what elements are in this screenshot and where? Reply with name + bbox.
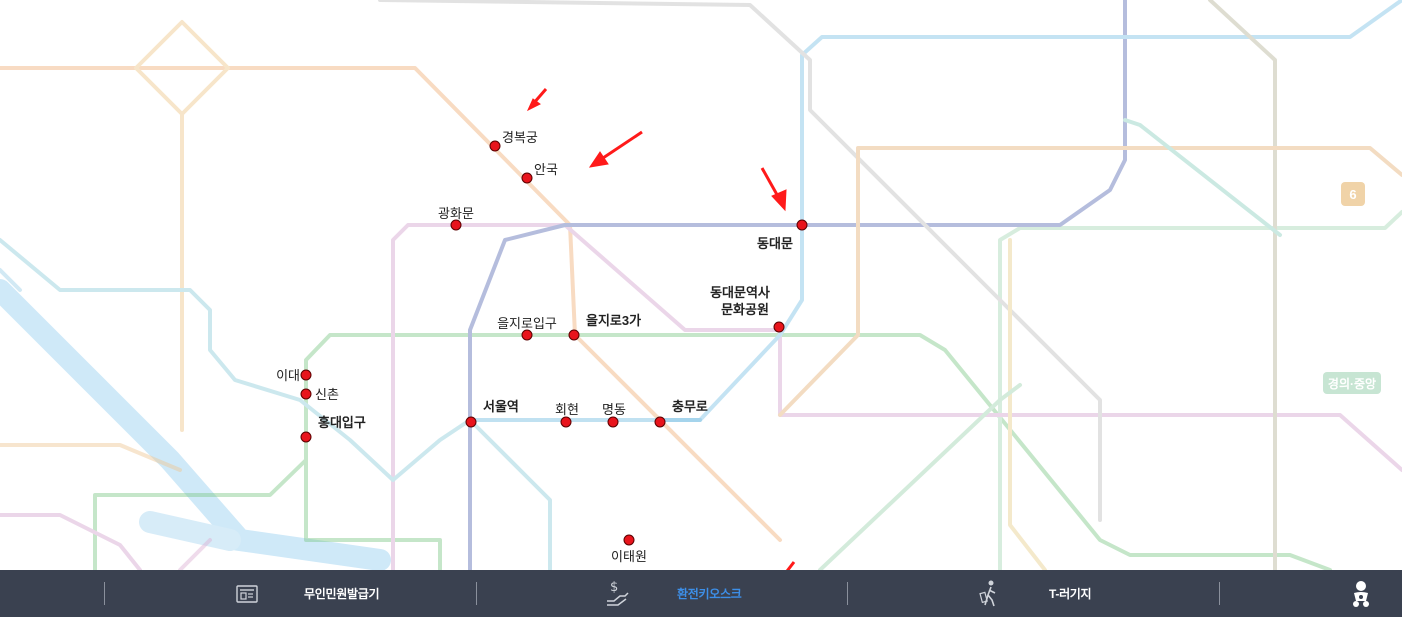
line-gyeongui-green	[998, 210, 1402, 570]
menu-civil-kiosk[interactable]: 무인민원발급기	[232, 570, 379, 617]
menu-exchange-kiosk-label: 환전키오스크	[677, 587, 742, 601]
document-kiosk-icon	[232, 579, 262, 609]
red-arrow-icon	[785, 561, 796, 570]
station-marker[interactable]	[300, 369, 312, 381]
menu-t-luggage[interactable]: T-러기지	[975, 570, 1092, 617]
station-label[interactable]: 충무로	[672, 399, 708, 414]
menu-baby-care[interactable]	[1346, 570, 1376, 617]
station-marker[interactable]	[300, 388, 312, 400]
station-label[interactable]: 이태원	[611, 549, 647, 564]
svg-text:6: 6	[1349, 187, 1356, 202]
baby-care-icon	[1346, 579, 1376, 609]
station-label[interactable]: 동대문역사	[710, 285, 770, 300]
station-marker[interactable]	[607, 416, 619, 428]
line-gray	[378, 0, 1102, 522]
svg-text:경의·중앙: 경의·중앙	[1328, 376, 1376, 391]
station-label[interactable]: 안국	[534, 162, 558, 177]
line-6-badge: 6	[1341, 182, 1365, 206]
red-arrow-icon	[588, 130, 643, 168]
station-marker[interactable]	[654, 416, 666, 428]
line-1-navy	[468, 0, 1127, 570]
station-label[interactable]: 명동	[602, 402, 626, 417]
station-label[interactable]: 문화공원	[721, 302, 769, 317]
station-label[interactable]: 광화문	[438, 206, 474, 221]
menu-exchange-kiosk[interactable]: $ 환전키오스크	[603, 570, 742, 617]
red-arrow-icon	[526, 88, 548, 112]
station-label[interactable]: 회현	[555, 402, 579, 417]
station-marker[interactable]	[300, 431, 312, 443]
station-marker[interactable]	[489, 140, 501, 152]
station-label[interactable]: 홍대입구	[318, 415, 366, 430]
menu-separator	[1219, 582, 1220, 605]
currency-exchange-icon: $	[603, 579, 633, 609]
station-label[interactable]: 이대	[276, 368, 300, 383]
menu-t-luggage-label: T-러기지	[1049, 587, 1092, 601]
line-orange-diamond	[134, 20, 230, 432]
menu-civil-kiosk-label: 무인민원발급기	[304, 587, 380, 601]
station-label[interactable]: 을지로3가	[586, 313, 641, 328]
menu-separator	[104, 582, 105, 605]
red-arrow-icon	[760, 167, 787, 212]
station-marker[interactable]	[623, 534, 635, 546]
line-4-lightblue	[658, 0, 1402, 422]
station-label[interactable]: 을지로입구	[497, 316, 557, 331]
station-marker[interactable]	[521, 329, 533, 341]
station-label[interactable]: 신촌	[315, 387, 339, 402]
luggage-traveler-icon	[975, 579, 1005, 609]
station-label[interactable]: 서울역	[483, 399, 519, 414]
station-label[interactable]: 경복궁	[502, 130, 538, 145]
station-marker[interactable]	[560, 416, 572, 428]
station-marker[interactable]	[773, 321, 785, 333]
line-6-brown	[778, 146, 1402, 417]
menu-separator	[476, 582, 477, 605]
line-5-purple	[0, 223, 1402, 570]
line-2-green	[93, 333, 1332, 570]
bottom-menu-bar: 무인민원발급기 $ 환전키오스크 T-러기지	[0, 570, 1402, 617]
line-4-blue	[0, 238, 552, 570]
station-marker[interactable]	[796, 219, 808, 231]
station-label[interactable]: 동대문	[757, 236, 793, 251]
station-marker[interactable]	[450, 219, 462, 231]
station-marker[interactable]	[568, 329, 580, 341]
station-marker[interactable]	[465, 416, 477, 428]
line-gyeongui-badge: 경의·중앙	[1323, 372, 1381, 394]
station-marker[interactable]	[521, 172, 533, 184]
han-river	[0, 279, 391, 570]
menu-separator	[847, 582, 848, 605]
svg-text:$: $	[610, 580, 618, 595]
annotation-arrows	[526, 88, 796, 570]
line-3-orange	[0, 66, 782, 542]
